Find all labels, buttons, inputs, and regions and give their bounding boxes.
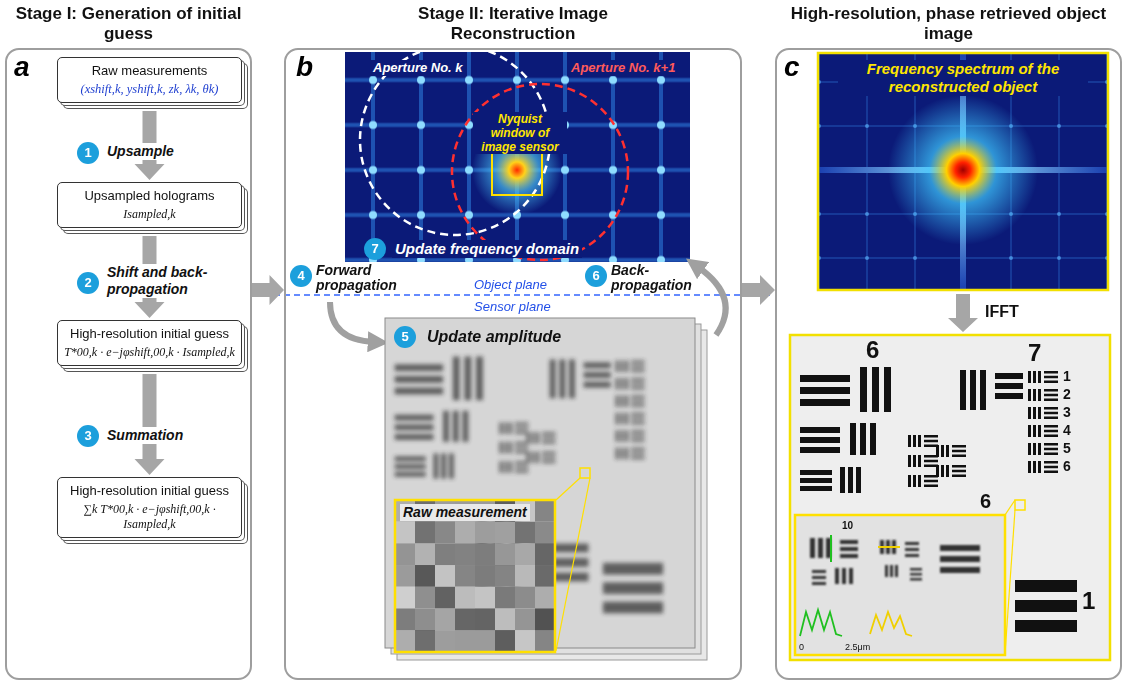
aperture-label: Aperture No. k+1 xyxy=(568,60,678,76)
step-circle-fill xyxy=(77,425,99,447)
target-number: 5 xyxy=(1063,440,1071,456)
step-number: 2 xyxy=(77,272,99,294)
process-box: Raw measurements (xshift,k, yshift,k, zk,… xyxy=(57,57,242,103)
frequency-spectrum-c xyxy=(818,53,1108,290)
step-label: Summation xyxy=(105,427,185,444)
box-title: High-resolution initial guess xyxy=(64,326,235,342)
step-label: Update amplitude xyxy=(424,327,564,346)
target-number: 10 xyxy=(842,520,853,532)
plane-label: Object plane xyxy=(472,277,549,292)
step-circle-fill xyxy=(585,265,607,287)
target-number: 6 xyxy=(866,337,879,363)
flow-arrow xyxy=(742,275,775,305)
process-box: High-resolution initial guessT*00,k · e−… xyxy=(57,320,242,366)
step-marker: 2 xyxy=(77,272,99,294)
panel-letter: a xyxy=(14,52,30,82)
nyquist-label: Nyquist window of image sensor xyxy=(473,112,567,154)
step-marker: 7 xyxy=(364,238,386,260)
target-number: 2 xyxy=(1063,386,1071,402)
step-label: Forward propagation xyxy=(316,263,411,293)
step-circle-fill xyxy=(394,326,416,348)
forward-arrow xyxy=(330,302,374,342)
flow-arrow xyxy=(252,275,284,305)
step-number: 3 xyxy=(77,425,99,447)
step-label: Update frequency domain xyxy=(392,240,582,258)
process-box: Upsampled hologramsIsampled,k xyxy=(57,182,242,228)
step-number: 5 xyxy=(394,326,416,348)
target-number: 7 xyxy=(1028,340,1041,366)
formula: T*00,k · e−jφshift,00,k · Isampled,k xyxy=(64,345,235,360)
step-number: 7 xyxy=(364,238,386,260)
box-title: High-resolution initial guess xyxy=(64,483,235,499)
target-number: 6 xyxy=(1063,458,1071,474)
raw-inset xyxy=(395,500,555,652)
step-marker: 4 xyxy=(290,265,312,287)
step-marker: 1 xyxy=(77,142,99,164)
step-marker: 3 xyxy=(77,425,99,447)
process-box: High-resolution initial guess ∑k T*00,k ·… xyxy=(57,477,242,538)
sensor-hologram xyxy=(385,318,707,660)
inset-label: Raw measurement xyxy=(400,504,530,521)
axis-label: 0 xyxy=(799,642,804,653)
panel-heading: High-resolution, phase retrieved object … xyxy=(777,4,1120,44)
step-circle-fill xyxy=(77,272,99,294)
target-number: 1 xyxy=(1063,368,1071,384)
stage-panel: High-resolution, phase retrieved object … xyxy=(775,48,1122,680)
step-marker: 6 xyxy=(585,265,607,287)
step-circle-fill xyxy=(77,142,99,164)
frequency-spectrum-b xyxy=(345,45,690,262)
aperture-label: Aperture No. k xyxy=(370,60,466,76)
step-label: Back-propagation xyxy=(611,263,706,293)
panel-letter: b xyxy=(296,52,313,82)
target-number: 4 xyxy=(1063,422,1071,438)
step-number: 1 xyxy=(77,142,99,164)
image-caption: Frequency spectrum of the reconstructed … xyxy=(838,60,1088,96)
plane-divider xyxy=(254,294,774,296)
panel-letter: c xyxy=(784,52,800,82)
flow-arrow xyxy=(135,374,165,475)
step-marker: 5 xyxy=(394,326,416,348)
target-number: 1 xyxy=(1082,588,1095,614)
box-title: Raw measurements xyxy=(64,63,235,79)
step-circle-fill xyxy=(364,238,386,260)
step-number: 6 xyxy=(585,265,607,287)
box-title: Upsampled holograms xyxy=(64,188,235,204)
step-label: Upsample xyxy=(105,143,176,160)
step-label: Shift and back-propagation xyxy=(105,264,237,298)
formula: ∑k T*00,k · e−jφshift,00,k · Isampled,k xyxy=(64,502,235,532)
axis-label: 2.5μm xyxy=(845,642,870,653)
panel-heading: Stage I: Generation of initial guess xyxy=(7,4,250,44)
aperture-circle xyxy=(452,84,628,260)
step-circle-fill xyxy=(290,265,312,287)
operation-label: IFFT xyxy=(985,302,1019,321)
target-number: 3 xyxy=(1063,404,1071,420)
formula: Isampled,k xyxy=(64,207,235,222)
formula: (xshift,k, yshift,k, zk, λk, θk) xyxy=(64,82,235,97)
reconstructed-image xyxy=(790,335,1110,660)
target-number: 6 xyxy=(980,490,991,512)
panel-heading: Stage II: Iterative Image Reconstruction xyxy=(286,4,740,44)
ifft-arrow xyxy=(948,294,978,332)
back-arrow xyxy=(698,267,726,335)
step-number: 4 xyxy=(290,265,312,287)
plane-label: Sensor plane xyxy=(472,299,553,314)
